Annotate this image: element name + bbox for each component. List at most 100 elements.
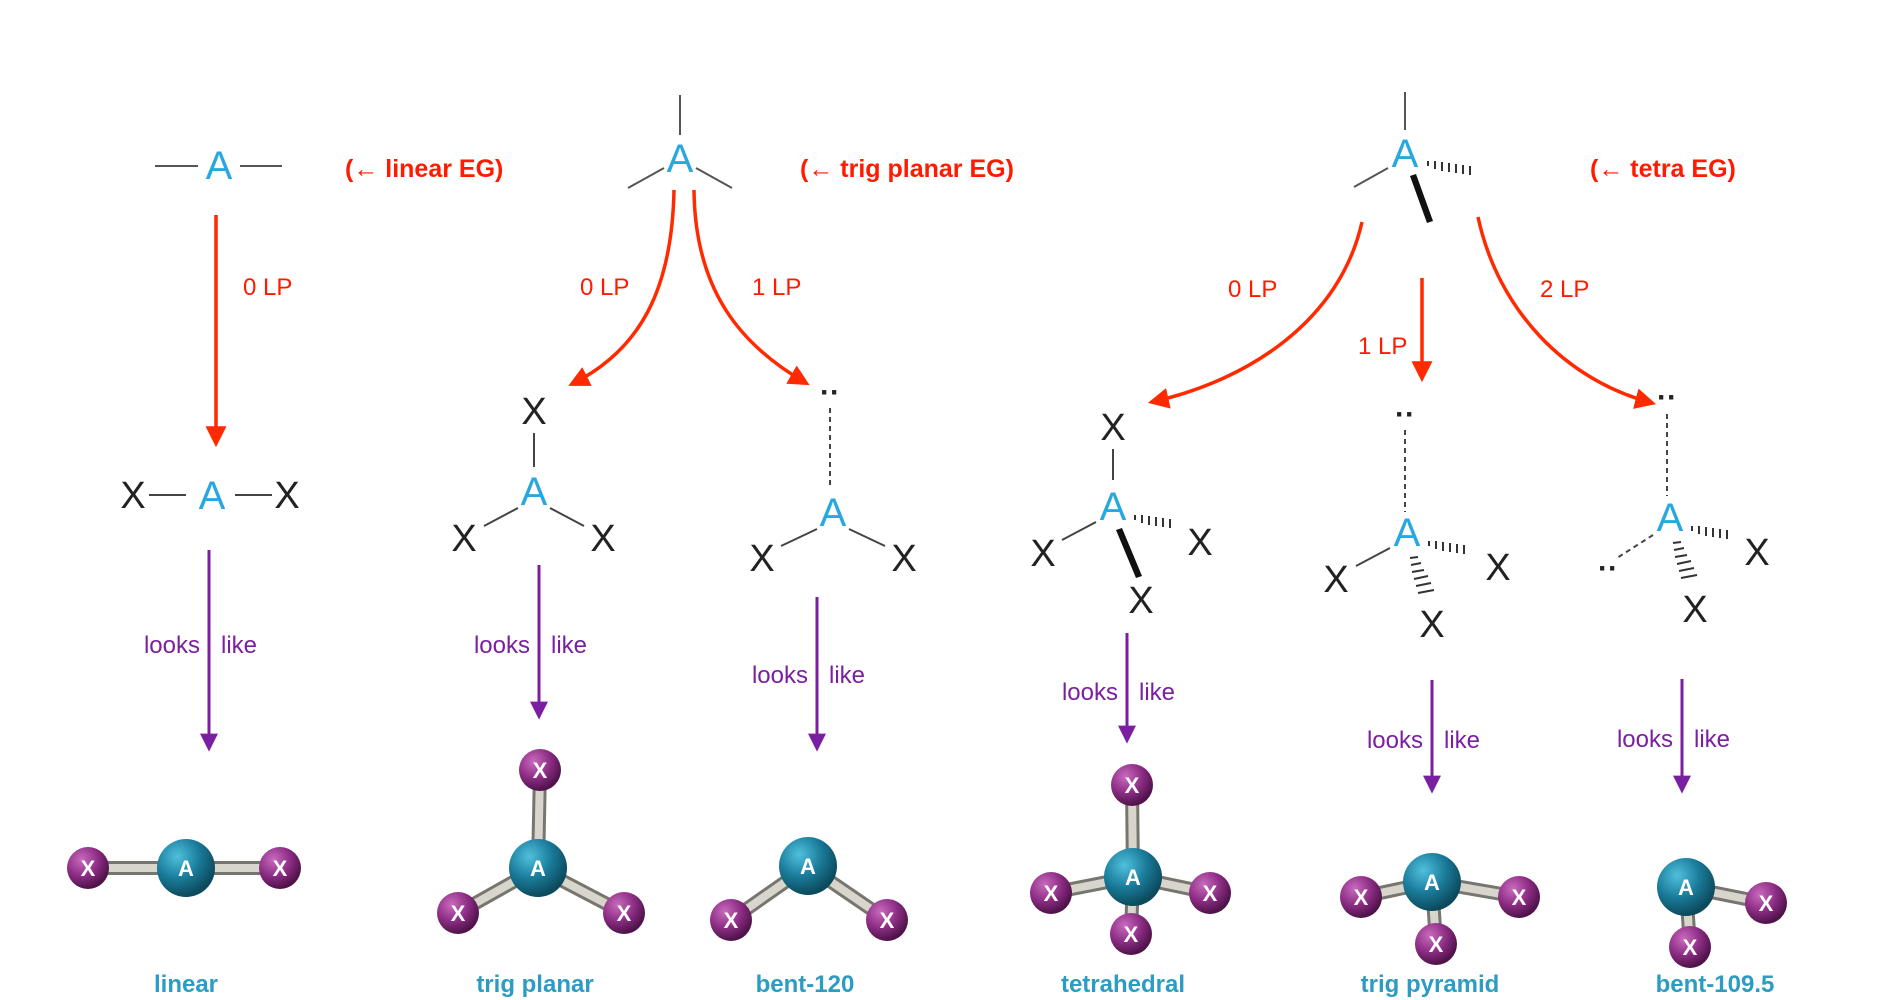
like-label: like: [829, 662, 865, 689]
outer-atom-label: X: [1429, 932, 1444, 957]
lp-label-trig-0: 0 LP: [580, 274, 629, 301]
shape-name-bent-109-5: bent-109.5: [1656, 971, 1775, 998]
outer-atom: X: [1485, 547, 1510, 589]
outer-atom-ball: [1340, 876, 1382, 918]
outer-atom: X: [1419, 604, 1444, 646]
structure-trig-pyramid: ·· A X X X: [1323, 398, 1510, 646]
central-atom: A: [820, 491, 847, 535]
central-atom-ball: [1104, 848, 1162, 906]
outer-atom-label: X: [451, 901, 466, 926]
outer-atom-label: X: [1203, 881, 1218, 906]
tetra-electron-group: A (← tetra EG): [1353, 92, 1736, 223]
central-atom-label: A: [1125, 865, 1141, 890]
trig-planar-electron-group: A (← trig planar EG): [627, 95, 1014, 189]
looks-label: looks: [144, 632, 200, 659]
outer-atom: X: [1187, 522, 1212, 564]
outer-atom-ball: [437, 892, 479, 934]
outer-atom: X: [1100, 407, 1125, 449]
outer-atom-label: X: [533, 758, 548, 783]
lp-label-tetra-0: 0 LP: [1228, 276, 1277, 303]
central-atom-label: A: [1678, 875, 1694, 900]
lp-label-tetra-2: 2 LP: [1540, 276, 1589, 303]
lone-pair: ··: [1598, 552, 1618, 585]
like-label: like: [221, 632, 257, 659]
structure-bent-120: ·· A X X: [749, 376, 916, 580]
central-atom-label: A: [530, 856, 546, 881]
outer-atom-ball: [603, 892, 645, 934]
shape-name-trig-pyramid: trig pyramid: [1361, 971, 1500, 998]
like-label: like: [1444, 727, 1480, 754]
outer-atom-ball: [1110, 913, 1152, 955]
outer-atom: X: [1030, 533, 1055, 575]
structure-bent-109-5: ·· A ·· X X: [1598, 381, 1770, 631]
outer-atom: X: [1128, 580, 1153, 622]
outer-atom-label: X: [273, 856, 288, 881]
outer-atom-ball: [1111, 764, 1153, 806]
outer-atom-ball: [866, 899, 908, 941]
outer-atom-label: X: [1044, 881, 1059, 906]
outer-atom-ball: [519, 749, 561, 791]
outer-atom: X: [1744, 532, 1769, 574]
outer-atom-ball: [1498, 876, 1540, 918]
lp-label-trig-1: 1 LP: [752, 274, 801, 301]
like-label: like: [551, 632, 587, 659]
outer-atom-label: X: [1124, 922, 1139, 947]
central-atom: A: [199, 474, 226, 518]
lp-label-tetra-1: 1 LP: [1358, 333, 1407, 360]
lone-pair: ··: [820, 376, 840, 409]
outer-atom: X: [451, 518, 476, 560]
outer-atom-ball: [710, 899, 752, 941]
outer-atom-label: X: [617, 901, 632, 926]
looks-label: looks: [752, 662, 808, 689]
central-atom: A: [1100, 485, 1127, 529]
outer-atom-label: X: [724, 908, 739, 933]
central-atom-label: A: [800, 854, 816, 879]
looks-label: looks: [1062, 679, 1118, 706]
central-atom-ball: [157, 839, 215, 897]
tetra-eg-label: (← tetra EG): [1590, 155, 1736, 183]
model-bent-109-5: XXA: [1657, 858, 1787, 968]
linear-eg-label: (← linear EG): [345, 155, 503, 183]
lone-pair-arrows: [205, 189, 1657, 448]
looks-like-arrows: [200, 550, 1691, 794]
central-atom-ball: [1657, 858, 1715, 916]
outer-atom: X: [120, 475, 145, 517]
outer-atom-ball: [1030, 872, 1072, 914]
structure-trig-planar: X A X X: [451, 391, 615, 560]
central-atom-ball: [1403, 853, 1461, 911]
shape-names: linear trig planar bent-120 tetrahedral …: [154, 971, 1774, 998]
lone-pair: ··: [1395, 398, 1415, 431]
central-atom-label: A: [1424, 870, 1440, 895]
model-trig-planar: X X X A: [437, 749, 645, 934]
arrow-tetra-0lp: [1147, 221, 1364, 409]
arrow-tetra-2lp: [1476, 216, 1657, 409]
like-label: like: [1694, 726, 1730, 753]
outer-atom-ball: [67, 847, 109, 889]
outer-atom: X: [521, 391, 546, 433]
central-atom-label: A: [178, 856, 194, 881]
outer-atom-ball: [1745, 882, 1787, 924]
outer-atom: X: [1682, 589, 1707, 631]
like-label: like: [1139, 679, 1175, 706]
outer-atom-label: X: [1759, 891, 1774, 916]
outer-atom: X: [590, 518, 615, 560]
outer-atom: X: [274, 475, 299, 517]
looks-like-labels: looks like looks like looks like looks l…: [144, 632, 1730, 754]
outer-atom-label: X: [1512, 885, 1527, 910]
outer-atom-ball: [1415, 923, 1457, 965]
trig-planar-eg-label: (← trig planar EG): [800, 155, 1014, 183]
central-atom-ball: [509, 839, 567, 897]
outer-atom: X: [891, 538, 916, 580]
lp-label-linear-0: 0 LP: [243, 274, 292, 301]
shape-name-trig-planar: trig planar: [476, 971, 593, 998]
structure-tetrahedral: X A X X X: [1030, 407, 1212, 622]
central-atom: A: [206, 144, 233, 188]
central-atom: A: [1392, 132, 1419, 176]
structure-linear: X A X: [120, 474, 299, 518]
looks-label: looks: [1617, 726, 1673, 753]
